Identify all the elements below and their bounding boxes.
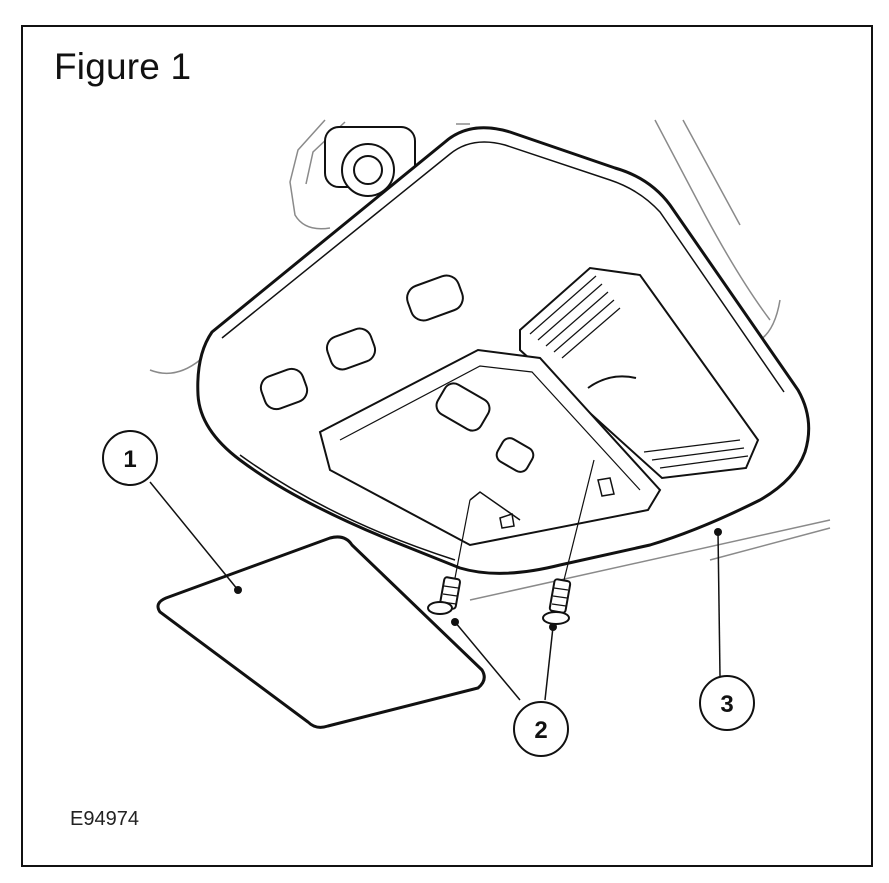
- screw-right: [542, 578, 572, 625]
- callout-3: 3: [699, 675, 755, 731]
- figure-title: Figure 1: [54, 46, 192, 87]
- callout-1: 1: [102, 430, 158, 486]
- screw-guides: [454, 459, 595, 581]
- callout-1-number: 1: [123, 446, 136, 473]
- bulb-opening: [318, 348, 662, 547]
- mirror-mount: [324, 126, 416, 197]
- callout-2-number: 2: [534, 717, 547, 744]
- console-buttons: [259, 274, 464, 411]
- screw-left: [427, 576, 462, 615]
- lamp-lens: [519, 266, 760, 480]
- leader-lines: [149, 481, 721, 701]
- trim-panel: [156, 535, 486, 729]
- callout-2: 2: [513, 701, 569, 757]
- figure-code: E94974: [70, 808, 139, 830]
- leader-dots: [234, 528, 722, 631]
- callout-3-number: 3: [720, 691, 733, 718]
